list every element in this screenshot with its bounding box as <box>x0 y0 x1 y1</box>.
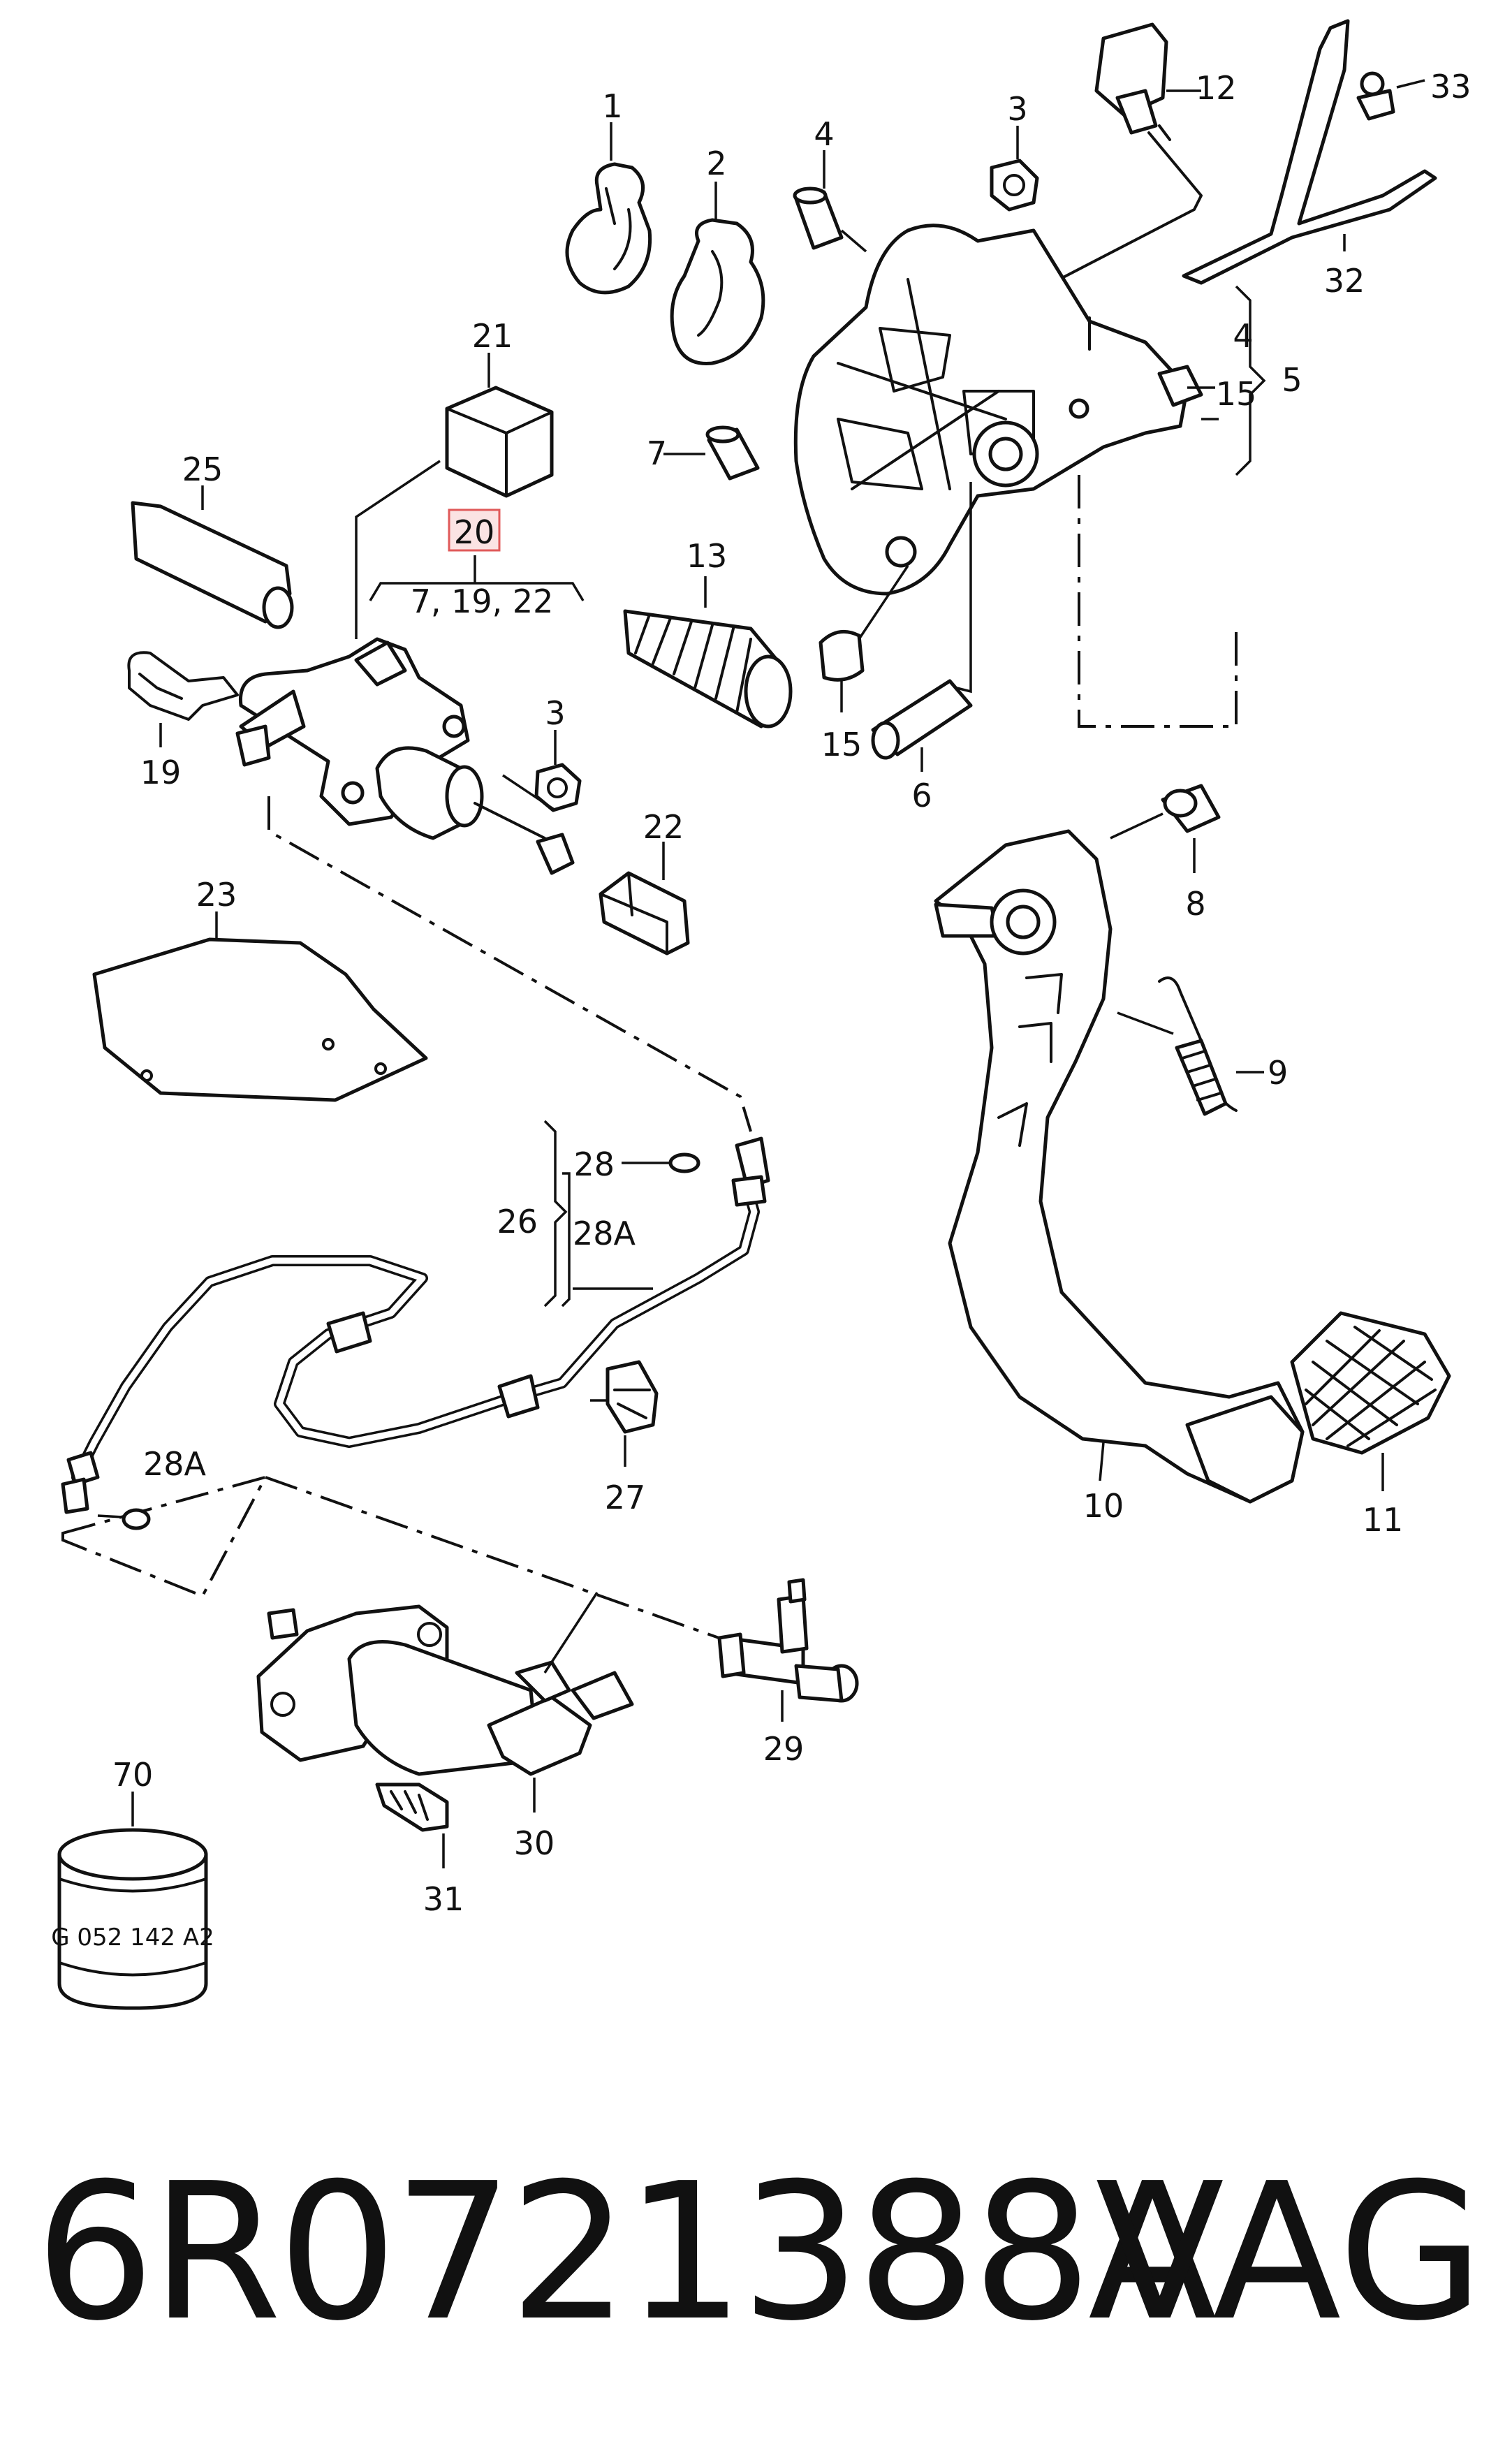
label-3-top: 3 <box>1007 90 1027 128</box>
highlight-box <box>448 508 501 552</box>
part-9-spring <box>1117 976 1264 1116</box>
part-28-seal <box>622 1152 700 1173</box>
label-19: 19 <box>140 754 182 791</box>
label-4-right: 4 <box>1233 317 1253 355</box>
label-27: 27 <box>605 1479 646 1516</box>
label-21: 21 <box>472 317 513 355</box>
label-11: 11 <box>1363 1501 1404 1539</box>
part-1-clip <box>565 122 652 295</box>
label-15-left: 15 <box>821 726 863 763</box>
label-25: 25 <box>182 451 223 488</box>
part-number: 6R0721388A <box>35 2142 1217 2362</box>
label-23: 23 <box>196 876 237 914</box>
part-22-retainer <box>599 842 690 955</box>
part-20-highlight <box>369 508 585 601</box>
label-28A-upper: 28A <box>573 1215 636 1252</box>
pedal-bracket <box>793 224 1203 596</box>
label-8: 8 <box>1185 885 1205 923</box>
part-3-nut-top <box>990 126 1039 212</box>
label-33: 33 <box>1430 68 1471 105</box>
assembly-dashed-lines <box>61 475 1238 1657</box>
part-4-bushing <box>793 150 867 253</box>
part-labels: 1 2 3 4 4 5 15 12 33 32 21 25 7 20 7, 19… <box>51 68 1471 1952</box>
label-1: 1 <box>602 87 622 125</box>
label-70: 70 <box>112 1756 154 1794</box>
label-22: 22 <box>643 808 684 846</box>
part-2-bushing-plate <box>670 182 765 365</box>
part-30-slave-cylinder <box>256 1592 634 1813</box>
clutch-master-cylinder <box>235 637 575 875</box>
brand-name: VAG <box>1095 2142 1484 2362</box>
label-28: 28 <box>573 1145 615 1183</box>
label-2: 2 <box>706 145 726 182</box>
part-11-pedal-pad <box>1290 1311 1451 1491</box>
part-10-pedal-lever <box>934 829 1305 1504</box>
part-29-tee-fitting <box>717 1578 859 1722</box>
part-13-spring <box>623 576 793 728</box>
label-3-mid: 3 <box>545 694 565 732</box>
part-31-bolt <box>375 1782 449 1868</box>
label-31: 31 <box>423 1880 464 1918</box>
label-29: 29 <box>763 1730 805 1768</box>
part-26-hose-line <box>61 1136 770 1514</box>
label-13: 13 <box>687 537 728 575</box>
label-20-contents: 7, 19, 22 <box>411 583 554 620</box>
label-12: 12 <box>1196 69 1237 107</box>
group-braces <box>543 285 1266 1308</box>
label-5: 5 <box>1282 361 1302 399</box>
part-6-pin <box>871 482 973 772</box>
part-8-bushing <box>1110 784 1221 873</box>
label-4-left: 4 <box>814 115 834 153</box>
label-20: 20 <box>454 513 495 551</box>
part-3-nut-mid <box>534 730 582 812</box>
footer: 6R0721388A VAG <box>0 2148 1512 2357</box>
label-32: 32 <box>1324 262 1365 300</box>
part-15-cap <box>819 565 909 712</box>
label-30: 30 <box>514 1824 555 1862</box>
label-10: 10 <box>1083 1487 1124 1525</box>
part-33-clip <box>1356 71 1425 121</box>
part-19-clip <box>127 651 239 747</box>
part-70-container <box>57 1792 208 2010</box>
part-25-hose <box>131 485 294 629</box>
label-9: 9 <box>1268 1054 1288 1092</box>
label-15-right: 15 <box>1216 375 1257 413</box>
label-26: 26 <box>497 1203 538 1240</box>
label-6: 6 <box>911 777 932 814</box>
part-27-clip <box>590 1360 659 1467</box>
part-7-bushing <box>663 425 760 481</box>
part-12-sensor <box>990 22 1203 316</box>
label-7: 7 <box>647 434 667 472</box>
part-23-heat-shield <box>92 911 428 1102</box>
label-28A-lower: 28A <box>143 1445 207 1483</box>
part-21-switch <box>355 353 554 639</box>
part-32-bracket <box>1182 19 1437 285</box>
container-label: G 052 142 A2 <box>51 1924 214 1952</box>
part-28A-seal <box>97 1287 653 1530</box>
